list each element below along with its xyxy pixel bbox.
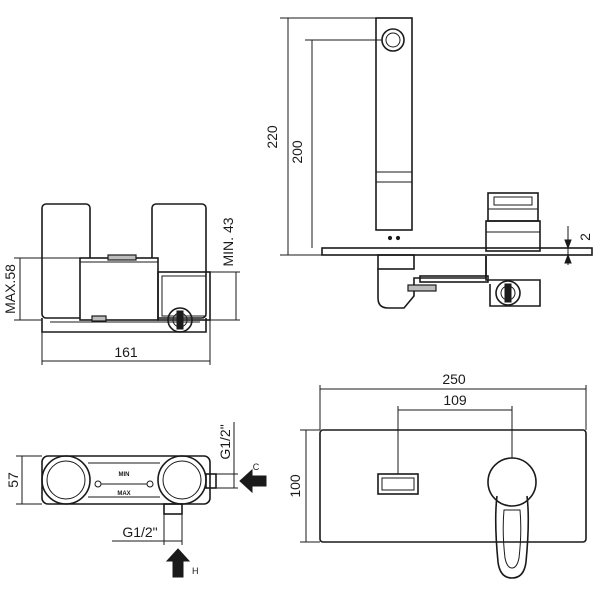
lever-rosette [487, 457, 537, 507]
front-valve-left-outer [41, 455, 91, 505]
front-view-plate: 250 109 100 [287, 371, 587, 579]
spout-aerator-outer [381, 28, 405, 52]
dimension-2: 2 [577, 233, 593, 241]
inlet-nut-slot [504, 283, 512, 303]
front-screw-right [146, 480, 154, 488]
front-valve-right-inner [162, 460, 202, 500]
lever-handle-inset [502, 509, 522, 569]
body-side-box-inner [161, 275, 207, 317]
side-inlet-nut-outer [167, 307, 193, 333]
selector-max-label: MAX [117, 491, 130, 497]
screw-dot [387, 235, 393, 241]
dimension-g12-bottom: G1/2" [122, 524, 157, 540]
dimension-161: 161 [114, 344, 138, 360]
dimension-109: 109 [443, 392, 467, 408]
dimension-220: 220 [264, 125, 280, 149]
dimension-min-43: MIN. 43 [220, 217, 236, 266]
front-valve-right-outer [157, 455, 207, 505]
front-view-body: MIN MAX 57 G1/2" C G1/2" H [5, 422, 267, 578]
lever-handle-top [493, 196, 533, 206]
front-valve-left-inner [46, 460, 86, 500]
spout-aerator-inner [385, 32, 401, 48]
front-screw-left [94, 480, 102, 488]
dimension-max-58: MAX.58 [2, 264, 18, 314]
dimension-100: 100 [287, 474, 303, 498]
spout-body [375, 17, 413, 231]
wall-plate-front [319, 429, 587, 543]
top-view-body: MAX.58 MIN. 43 161 [2, 203, 240, 365]
body-column-right [151, 203, 207, 319]
spout-mount [377, 254, 415, 270]
dimension-250: 250 [442, 371, 466, 387]
cartridge-collar [485, 220, 541, 252]
spout-outlet-inner [381, 477, 415, 491]
body-side-box [157, 271, 211, 321]
side-inlet-slot [176, 310, 184, 330]
bottom-outlet-stub [163, 503, 183, 515]
body-center-block [79, 257, 159, 321]
inlet-c-label: C [253, 462, 260, 472]
body-top-cap [107, 254, 137, 261]
dimension-200: 200 [289, 140, 305, 164]
inlet-h-arrow-icon [165, 548, 191, 578]
dim-2-arrow-top [564, 239, 572, 250]
lever-handle-front [494, 495, 530, 579]
spout-outlet-front [377, 473, 419, 495]
in-wall-body-right [485, 256, 541, 307]
inlet-nut-outer [495, 280, 521, 306]
in-wall-label-block [407, 284, 437, 292]
body-base-tab [91, 315, 107, 322]
inlet-h-label: H [192, 566, 199, 576]
inlet-c-arrow-icon [239, 468, 267, 494]
screw-dot-2 [395, 235, 401, 241]
dimension-57: 57 [5, 472, 21, 488]
side-elevation-view: 220 200 2 [264, 17, 593, 309]
side-outlet-stub [205, 473, 217, 489]
in-wall-pipe [419, 275, 489, 283]
dimension-g12-side: G1/2" [217, 424, 233, 459]
dim-2-arrow-bottom [564, 253, 572, 264]
wall-plate-side [321, 247, 593, 256]
body-base-plate [41, 318, 207, 333]
selector-min-label: MIN [119, 472, 130, 478]
